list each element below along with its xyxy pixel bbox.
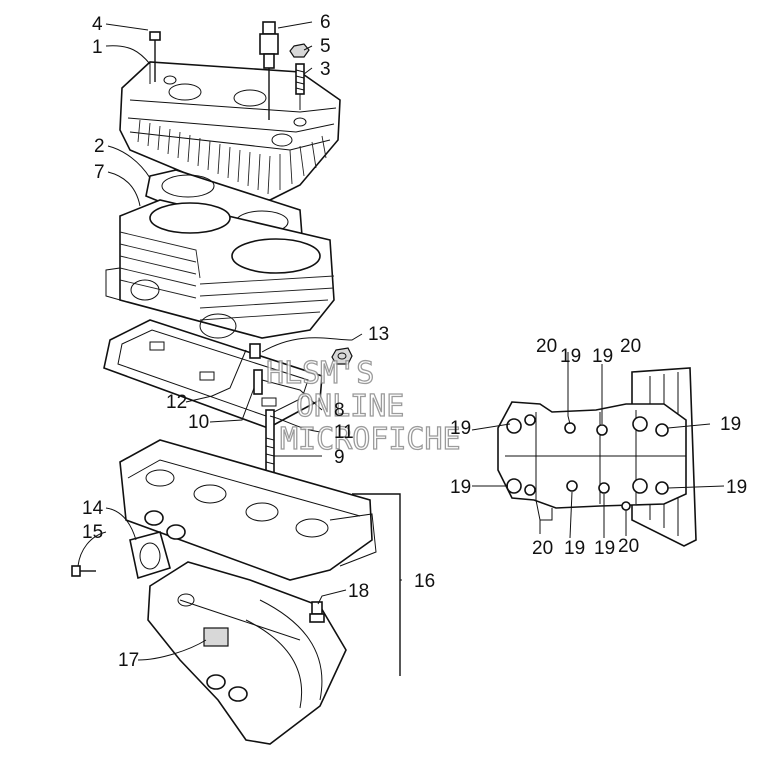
bracket-16 <box>352 493 401 676</box>
callout-12: 12 <box>166 392 187 413</box>
callout-4: 4 <box>92 14 103 35</box>
callout-13: 13 <box>368 324 389 345</box>
callout-9: 9 <box>334 447 345 468</box>
callout-20-bottom-left: 20 <box>532 538 553 559</box>
dowel-pin <box>249 343 261 359</box>
intake-flange <box>129 531 171 580</box>
head-stud <box>295 63 305 95</box>
callout-20-top-left: 20 <box>536 336 557 357</box>
cylinder-nut <box>331 347 353 365</box>
callout-20-bottom-right: 20 <box>618 536 639 557</box>
callout-8: 8 <box>334 400 345 421</box>
callout-labels: 4 1 6 5 3 2 7 13 12 8 10 11 9 14 15 16 1… <box>82 12 747 671</box>
leader-lines <box>77 21 725 661</box>
callout-2: 2 <box>94 136 105 157</box>
drain-plug <box>309 601 325 623</box>
callout-6: 6 <box>320 12 331 33</box>
crankcase-stud-short <box>253 369 263 395</box>
callout-1: 1 <box>92 37 103 58</box>
head-nut <box>289 43 310 58</box>
head-bolt <box>149 31 161 82</box>
callout-19-top-left: 19 <box>560 346 581 367</box>
callout-19-right-lower: 19 <box>726 477 747 498</box>
callout-10: 10 <box>188 412 209 433</box>
crankcase-lower <box>147 561 347 745</box>
callout-20-top-right: 20 <box>620 336 641 357</box>
cylinder <box>105 199 335 339</box>
callout-5: 5 <box>320 36 331 57</box>
base-gasket <box>103 319 323 429</box>
crankcase-face-view <box>497 367 697 547</box>
cylinder-head <box>119 61 341 201</box>
callout-19-bottom-mid: 19 <box>594 538 615 559</box>
callout-14: 14 <box>82 498 104 519</box>
callout-7: 7 <box>94 162 105 183</box>
callout-17: 17 <box>118 650 139 671</box>
callout-3: 3 <box>320 59 331 80</box>
callout-19-right-upper: 19 <box>720 414 741 435</box>
callout-15: 15 <box>82 522 103 543</box>
watermark-line-2: ONLINE <box>296 389 404 424</box>
flange-screw <box>71 565 96 577</box>
crankcase-upper <box>119 439 377 581</box>
callout-19-top-mid: 19 <box>592 346 613 367</box>
watermark-line-3: MICROFICHE <box>280 422 461 457</box>
watermark: HLSM'S ONLINE MICROFICHE <box>265 355 461 457</box>
callout-16: 16 <box>414 571 435 592</box>
watermark-line-1: HLSM'S <box>266 356 374 391</box>
callout-19-bottom-left: 19 <box>564 538 585 559</box>
callout-19-left-lower: 19 <box>450 477 471 498</box>
crankcase-stud-long <box>265 409 275 477</box>
callout-11: 11 <box>334 422 354 443</box>
callout-19-left-upper: 19 <box>450 418 471 439</box>
spark-plug <box>259 21 279 120</box>
callout-18: 18 <box>348 581 369 602</box>
